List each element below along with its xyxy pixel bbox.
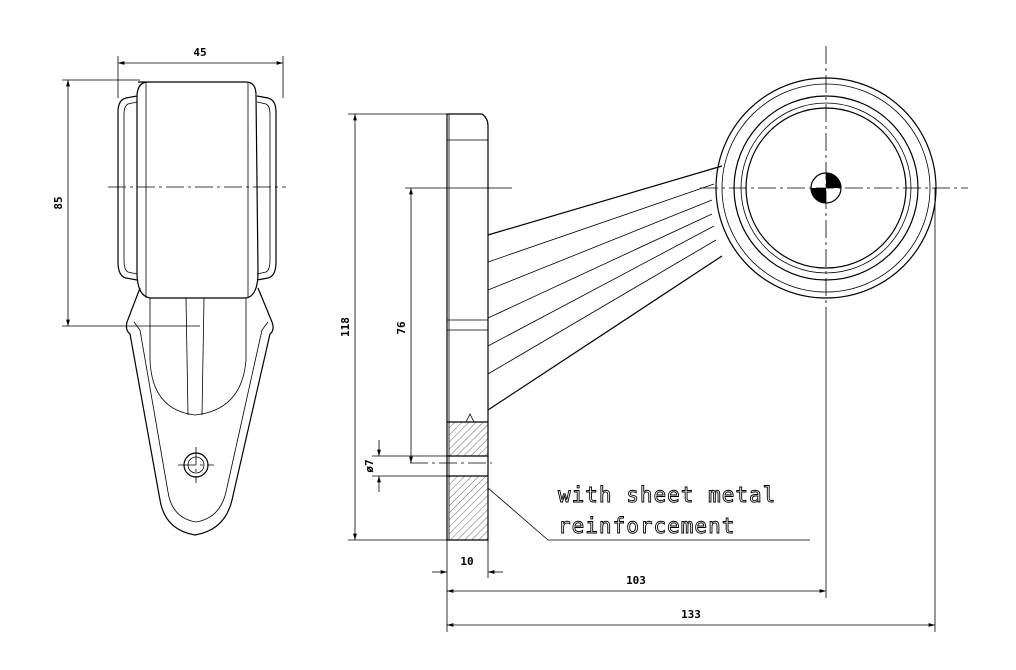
dimension-118: 118 bbox=[339, 113, 447, 541]
front-view bbox=[108, 81, 286, 536]
side-view bbox=[410, 46, 968, 541]
dimension-45: 45 bbox=[117, 46, 284, 98]
dimension-103: 103 bbox=[446, 310, 827, 632]
dimension-diameter-7-label: ø7 bbox=[363, 459, 376, 472]
dimension-118-label: 118 bbox=[339, 317, 352, 337]
dimension-10-label: 10 bbox=[460, 555, 473, 568]
dimension-103-label: 103 bbox=[626, 574, 646, 587]
dimension-85: 85 bbox=[52, 79, 200, 327]
dimension-133: 133 bbox=[447, 188, 936, 632]
dimension-45-label: 45 bbox=[193, 46, 206, 59]
dimension-133-label: 133 bbox=[681, 608, 701, 621]
note-line-2: reinforcement bbox=[558, 514, 735, 538]
dimension-85-label: 85 bbox=[52, 196, 65, 209]
reinforcement-note: with sheet metal reinforcement bbox=[487, 483, 810, 541]
dimension-10: 10 bbox=[432, 540, 503, 578]
note-line-1: with sheet metal bbox=[558, 483, 776, 507]
dimension-76-label: 76 bbox=[395, 321, 408, 335]
dimension-76: 76 bbox=[395, 187, 512, 463]
dimension-diameter-7: ø7 bbox=[363, 440, 447, 492]
